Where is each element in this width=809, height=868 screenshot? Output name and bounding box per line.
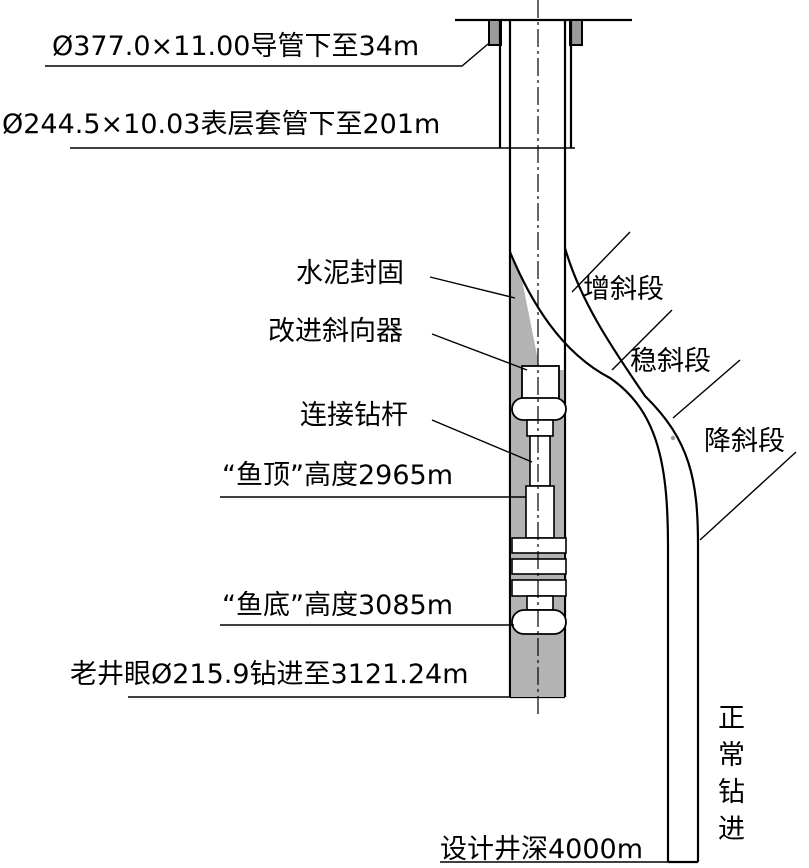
drill-rod-body bbox=[529, 435, 551, 487]
old-hole-label: 老井眼Ø215.9钻进至3121.24m bbox=[70, 659, 469, 690]
fish-bottom-collar bbox=[511, 609, 567, 635]
whipstock-body bbox=[521, 365, 560, 403]
fish-top-label: “鱼顶”高度2965m bbox=[222, 460, 453, 491]
surface-casing-label: Ø244.5×10.03表层套管下至201m bbox=[2, 109, 440, 140]
cement-leader bbox=[429, 276, 516, 299]
fish-stabilizer-1 bbox=[511, 537, 567, 554]
fish-bottom-label: “鱼底”高度3085m bbox=[222, 590, 453, 621]
drill-rod-leader bbox=[431, 419, 533, 463]
fish-stabilizer-3 bbox=[511, 579, 567, 597]
hold-section-label: 稳斜段 bbox=[630, 346, 711, 377]
drill-rod-label: 连接钻杆 bbox=[300, 400, 408, 431]
drill-rod-joint bbox=[526, 419, 554, 437]
drop-section-leader bbox=[672, 359, 741, 419]
build-section-leader bbox=[571, 231, 631, 293]
design-depth-label: 设计井深4000m bbox=[440, 834, 643, 865]
whipstock-label: 改进斜向器 bbox=[268, 316, 403, 347]
normal-drilling-char-1: 正 bbox=[718, 703, 745, 734]
normal-drilling-char-2: 常 bbox=[718, 740, 745, 771]
normal-section-leader bbox=[699, 451, 797, 541]
normal-drilling-char-3: 钻 bbox=[718, 777, 745, 808]
normal-drilling-char-4: 进 bbox=[718, 814, 745, 845]
fish-neck bbox=[526, 595, 554, 611]
whipstock-collar bbox=[511, 397, 567, 421]
fish-stabilizer-2 bbox=[511, 558, 567, 575]
conductor-label: Ø377.0×11.00导管下至34m bbox=[52, 31, 419, 62]
build-section-label: 增斜段 bbox=[583, 274, 664, 305]
whipstock-leader bbox=[431, 333, 528, 371]
sidetrack-wall-left bbox=[508, 251, 670, 862]
conductor-leader bbox=[45, 43, 489, 67]
hold-section-leader bbox=[611, 309, 673, 371]
cement-label: 水泥封固 bbox=[296, 258, 404, 289]
sidetrack-wall-right bbox=[563, 247, 700, 862]
kickoff-point-marker bbox=[670, 435, 676, 441]
fish-body bbox=[525, 485, 555, 539]
drop-section-label: 降斜段 bbox=[704, 426, 785, 457]
